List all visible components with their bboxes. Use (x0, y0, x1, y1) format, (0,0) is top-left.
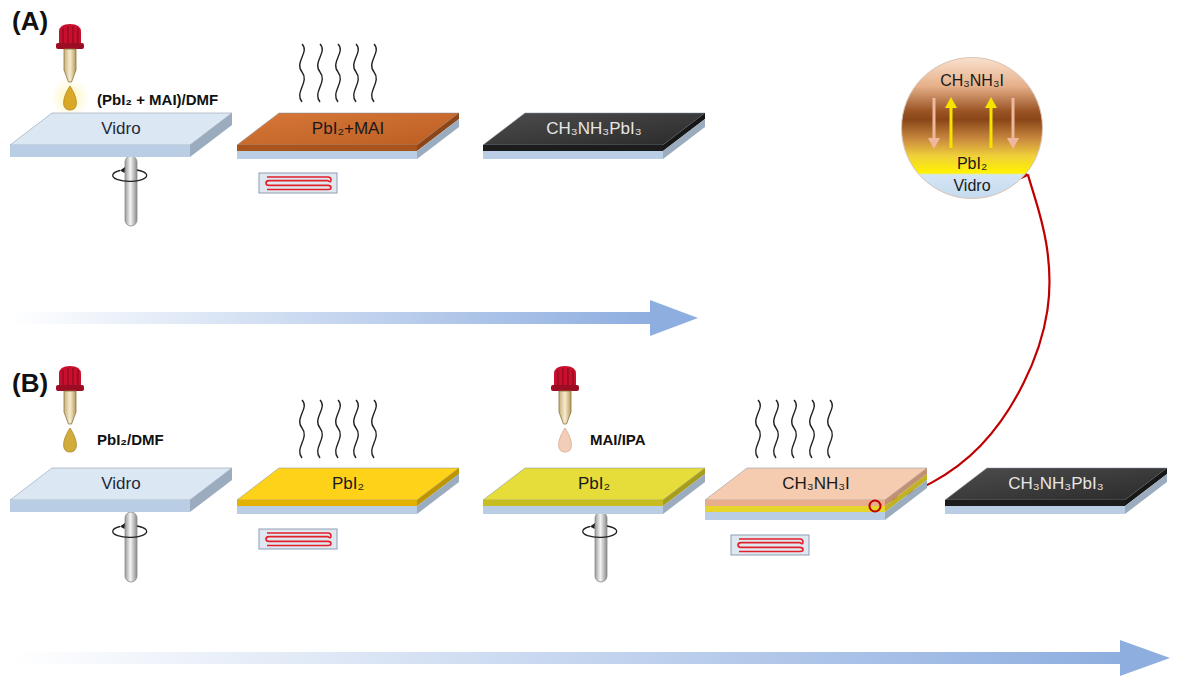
slab-front (237, 506, 417, 514)
slab-side (417, 113, 459, 151)
solution-label: PbI₂/DMF (97, 431, 164, 448)
slab-side (663, 119, 705, 159)
process-arrow (10, 640, 1170, 676)
layer-slab: PbI₂+MAI (237, 113, 459, 159)
arrow-head (985, 97, 997, 108)
node-text: Vidro (953, 177, 990, 195)
zoom-connector (875, 175, 1049, 506)
origin-marker (870, 501, 881, 512)
spin-coater (113, 512, 147, 582)
process-arrow (10, 300, 698, 336)
slab-side (885, 474, 927, 512)
slab-front (237, 151, 417, 159)
solution-label: MAI/IPA (590, 431, 646, 448)
slab-front (483, 145, 663, 151)
layer-slab: CH₃NH₃PbI₃ (945, 468, 1167, 514)
layer-slab: CH₃NH₃I (705, 468, 927, 520)
solution-label: (PbI₂ + MAI)/DMF (97, 91, 218, 108)
diffusion-arrow-up (990, 106, 993, 148)
layer-slab: CH₃NH₃PbI₃ (483, 113, 705, 159)
arrow-head (1007, 138, 1019, 149)
node-text: CH₃NH₃PbI₃ (546, 119, 641, 139)
node-text: CH₃NH₃I (940, 72, 1004, 90)
slab-side (663, 474, 705, 514)
slab-front (237, 500, 417, 506)
slab-front (10, 500, 190, 512)
layer-slab: PbI₂ (483, 468, 705, 514)
arrow-head (928, 138, 940, 149)
drop-glow (50, 78, 90, 118)
zoom-circle: CH₃NH₃I PbI₂ Vidro (901, 57, 1043, 199)
node-text: PbI₂+MAI (312, 119, 384, 139)
slab-front (705, 512, 885, 520)
spin-coater (113, 156, 147, 226)
panel-letter: (A) (12, 6, 48, 37)
layer-slab: PbI₂ (237, 468, 459, 514)
node-text: Vidro (101, 119, 140, 139)
slab-side (885, 480, 927, 520)
heat-waves (300, 44, 377, 102)
dropper (56, 366, 84, 424)
hotplate-icon (259, 173, 337, 193)
slab-side (1125, 474, 1167, 514)
spin-coater (583, 512, 617, 582)
slab-front (483, 506, 663, 514)
node-text: PbI₂ (578, 474, 610, 494)
slab-front (10, 145, 190, 157)
slab-side (663, 113, 705, 151)
diffusion-arrow-up (950, 106, 953, 148)
slab-front (945, 500, 1125, 506)
slab-front (483, 151, 663, 159)
node-text: CH₃NH₃PbI₃ (1008, 474, 1103, 494)
slab-front (483, 500, 663, 506)
solution-drop (64, 86, 77, 110)
solution-drop (559, 428, 572, 452)
connector-layer (875, 175, 1049, 506)
slab-side (417, 468, 459, 506)
slab-side (663, 468, 705, 506)
slab-front (705, 506, 885, 512)
node-text: Vidro (101, 474, 140, 494)
node-text: CH₃NH₃I (782, 474, 850, 494)
slab-front (237, 145, 417, 151)
diffusion-arrow-down (1012, 98, 1015, 140)
heat-waves (756, 400, 833, 458)
layer-slab: Vidro (10, 113, 232, 157)
diffusion-arrow-down (933, 98, 936, 140)
slab-front (705, 500, 885, 506)
slab-side (190, 113, 232, 157)
slab-side (190, 468, 232, 512)
node-text: PbI₂ (332, 474, 364, 494)
dropper (551, 366, 579, 424)
node-text: PbI₂ (957, 155, 987, 173)
panel-letter: (B) (12, 368, 48, 399)
hotplate-icon (731, 535, 809, 555)
arrow-head (945, 97, 957, 108)
slab-side (1125, 468, 1167, 506)
slab-side (417, 119, 459, 159)
layer-slab: Vidro (10, 468, 232, 512)
slab-front (945, 506, 1125, 514)
heat-waves (300, 400, 377, 458)
dropper (56, 24, 84, 82)
hotplate-icon (259, 529, 337, 549)
slab-side (417, 474, 459, 514)
solution-drop (64, 428, 77, 452)
